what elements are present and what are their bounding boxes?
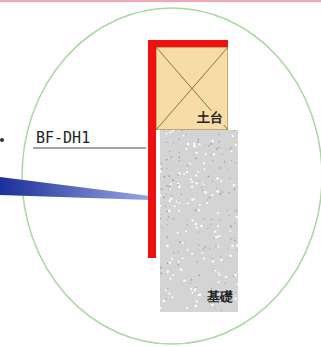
product-code: BF-DH1 [36,130,90,147]
flashing-vertical [148,40,156,258]
part-name: 土台 [196,111,224,125]
leader-dot [0,138,4,142]
detail-circle [22,8,321,344]
frame-edge [0,0,321,2]
foundation-block: 基礎 [160,130,238,312]
sill-beam: 土台 [156,47,228,130]
detail-pointer [0,177,150,200]
part-name: 基礎 [206,290,234,304]
leader-line [33,148,146,149]
concrete-texture [160,130,238,312]
flashing-top [148,40,228,47]
